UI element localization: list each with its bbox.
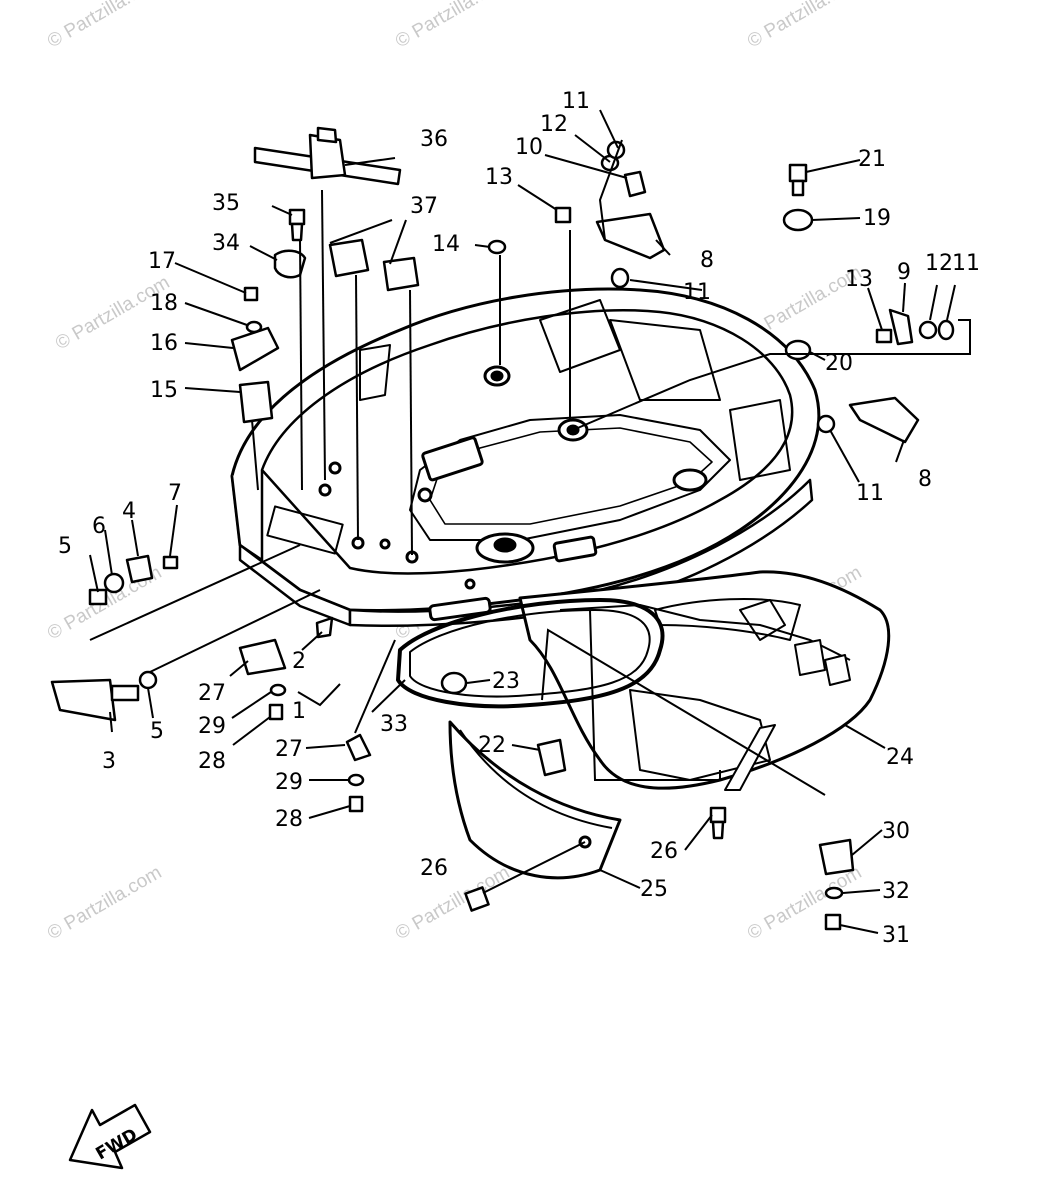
callout-29: 29 [275, 770, 303, 795]
callout-27: 27 [275, 737, 303, 762]
callout-10: 10 [515, 135, 543, 160]
callout-12: 12 [540, 112, 568, 137]
callout-36: 36 [420, 127, 448, 152]
callout-29: 29 [198, 714, 226, 739]
callout-30: 30 [882, 819, 910, 844]
callout-18: 18 [150, 291, 178, 316]
callout-22: 22 [478, 733, 506, 758]
callout-28: 28 [198, 749, 226, 774]
callout-26: 26 [420, 856, 448, 881]
callout-2: 2 [292, 649, 306, 674]
bottom-cowling-upper [230, 287, 821, 627]
callout-5: 5 [150, 719, 164, 744]
watermark: © Partzilla.com [44, 862, 165, 944]
callout-37: 37 [410, 194, 438, 219]
callout-8: 8 [700, 248, 714, 273]
callout-27: 27 [198, 681, 226, 706]
small-parts [50, 126, 955, 931]
callout-24: 24 [886, 745, 914, 770]
callout-13: 13 [845, 267, 873, 292]
callout-23: 23 [492, 669, 520, 694]
callout-28: 28 [275, 807, 303, 832]
callout-32: 32 [882, 879, 910, 904]
callout-labels: 1 2 3 4 5 5 6 7 8 8 9 10 11 11 11 11 12 … [58, 89, 980, 948]
callout-33: 33 [380, 712, 408, 737]
callout-9: 9 [897, 260, 911, 285]
watermark: © Partzilla.com [744, 862, 865, 944]
callout-3: 3 [102, 749, 116, 774]
callout-16: 16 [150, 331, 178, 356]
callout-6: 6 [92, 514, 106, 539]
callout-15: 15 [150, 378, 178, 403]
callout-34: 34 [212, 231, 240, 256]
callout-5: 5 [58, 534, 72, 559]
watermark: © Partzilla.com [744, 0, 865, 52]
callout-20: 20 [825, 351, 853, 376]
leader-lines [89, 109, 971, 934]
callout-11: 11 [856, 481, 884, 506]
callout-11: 11 [683, 280, 711, 305]
callout-35: 35 [212, 191, 240, 216]
callout-1: 1 [292, 699, 306, 724]
callout-13: 13 [485, 165, 513, 190]
callout-26: 26 [650, 839, 678, 864]
callout-11: 11 [952, 251, 980, 276]
callout-19: 19 [863, 206, 891, 231]
watermark: © Partzilla.com [44, 0, 165, 52]
callout-12: 12 [925, 251, 953, 276]
watermark: © Partzilla.com [392, 862, 513, 944]
callout-8: 8 [918, 467, 932, 492]
callout-21: 21 [858, 147, 886, 172]
callout-11: 11 [562, 89, 590, 114]
callout-14: 14 [432, 232, 460, 257]
callout-4: 4 [122, 499, 136, 524]
fwd-arrow-icon: FWD [68, 1103, 152, 1170]
callout-31: 31 [882, 923, 910, 948]
callout-7: 7 [168, 481, 182, 506]
callout-17: 17 [148, 249, 176, 274]
watermark: © Partzilla.com [392, 0, 513, 52]
bottom-cowling-lower [396, 570, 891, 880]
callout-25: 25 [640, 877, 668, 902]
